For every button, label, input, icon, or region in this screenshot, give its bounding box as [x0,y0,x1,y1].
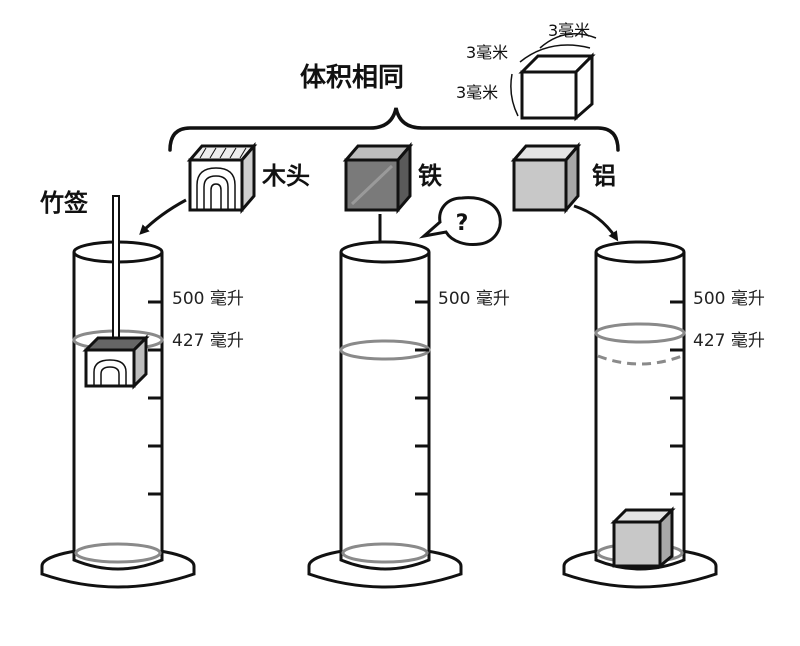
cube-dimension-width: 3毫米 [466,43,508,62]
cylinder-wood [40,195,196,589]
aluminum-label: 铝 [592,162,616,190]
iron-label: 铁 [418,162,442,190]
question-mark: ? [456,211,469,236]
dimension-cube [510,33,597,122]
cube-dimension-height: 3毫米 [456,83,498,102]
bamboo-stick-label: 竹签 [39,189,89,217]
cylinder-aluminum [562,240,718,589]
cylinder-iron-top-mark: 500 毫升 [438,289,510,309]
cube-dimension-depth: 3毫米 [548,21,590,40]
arrow-aluminum-to-cylinder [573,204,619,242]
cylinder-aluminum-top-mark: 500 毫升 [693,289,765,309]
cylinder-wood-top-mark: 500 毫升 [172,289,244,309]
wood-cube [186,141,258,215]
arrow-wood-to-cylinder [139,198,187,235]
cylinder-wood-level-mark: 427 毫升 [172,331,244,351]
same-volume-label: 体积相同 [300,63,404,93]
question-bubble [418,196,502,246]
iron-cube [342,141,414,215]
cylinder-aluminum-level-mark: 427 毫升 [693,331,765,351]
aluminum-cube [510,141,582,215]
wood-label: 木头 [261,162,310,190]
curly-brace [168,107,620,152]
cylinder-iron [307,240,463,589]
